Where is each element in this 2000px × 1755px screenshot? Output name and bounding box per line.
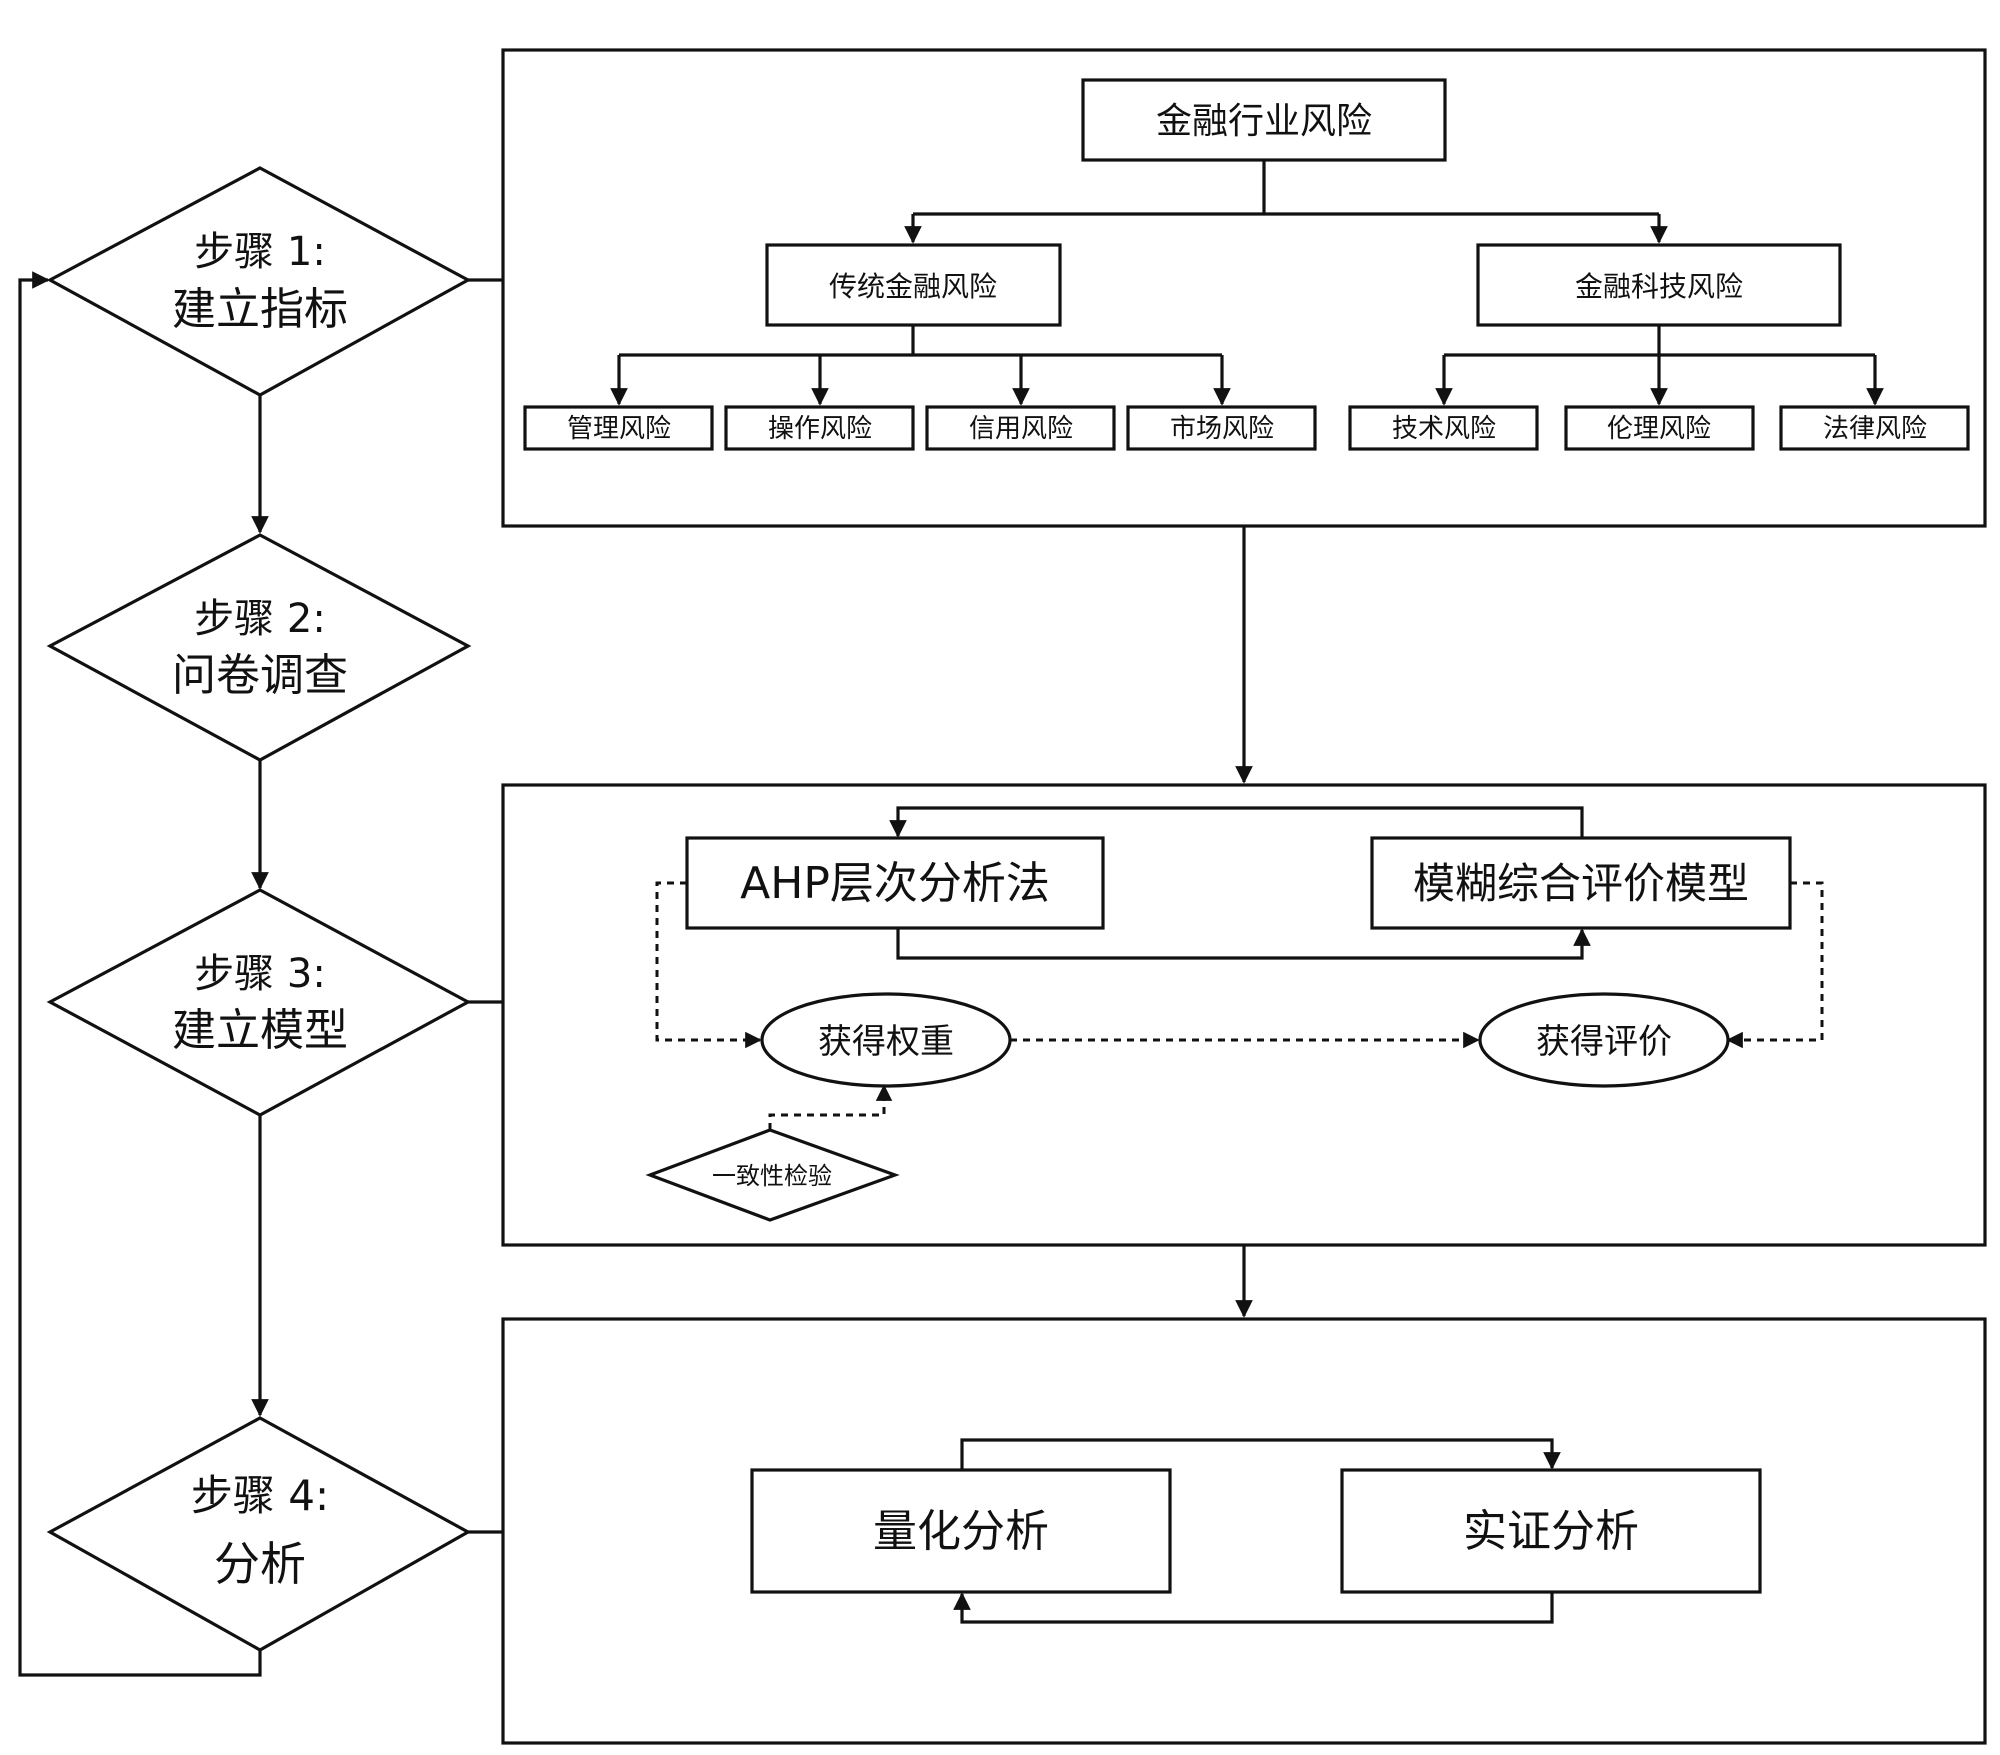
step-3-diamond: 步骤 3: 建立模型 — [46, 888, 472, 1117]
tree-root-label: 金融行业风险 — [1156, 101, 1372, 142]
consistency-label: 一致性检验 — [712, 1162, 832, 1190]
ahp-box — [685, 836, 1105, 930]
leaf-legal-label: 法律风险 — [1823, 414, 1927, 444]
leaf-operation-label: 操作风险 — [768, 414, 872, 444]
dashed-consistency-to-weight — [768, 1084, 893, 1130]
tree-branch-fintech-box — [1476, 243, 1842, 327]
leaf-management-label: 管理风险 — [567, 414, 671, 444]
step-column: 步骤 1: 建立指标 步骤 2: 问卷调查 步骤 3: 建立模型 步骤 4: 分… — [18, 166, 503, 1677]
evaluation-ellipse — [1478, 992, 1730, 1088]
weight-label: 获得权重 — [818, 1022, 954, 1062]
step-2-title: 问卷调查 — [172, 650, 348, 701]
tree-branch-fintech-label: 金融科技风险 — [1575, 270, 1743, 303]
empirical-box — [1340, 1468, 1762, 1594]
ahp-label: AHP层次分析法 — [740, 858, 1050, 909]
panel-analysis: 量化分析 实证分析 — [501, 1317, 1987, 1745]
step-3-number: 步骤 3: — [194, 951, 326, 997]
loop-step4-to-step1 — [18, 271, 262, 1677]
leaf-technology: 技术风险 — [1348, 405, 1539, 451]
step-2-diamond: 步骤 2: 问卷调查 — [46, 533, 472, 762]
loop-fuzzy-to-ahp — [889, 806, 1584, 838]
step-1-title: 建立指标 — [172, 284, 348, 335]
step-2-number: 步骤 2: — [194, 596, 326, 642]
step-1-number: 步骤 1: — [194, 229, 326, 275]
consistency-diamond — [645, 1128, 900, 1222]
leaf-management: 管理风险 — [523, 405, 714, 451]
leaf-technology-label: 技术风险 — [1392, 414, 1496, 444]
leaf-market-label: 市场风险 — [1170, 414, 1274, 444]
weight-ellipse — [760, 992, 1012, 1088]
quantitative-box — [750, 1468, 1172, 1594]
step-4-title: 分析 — [214, 1537, 306, 1591]
leaf-market: 市场风险 — [1126, 405, 1317, 451]
panel-indicators: 金融行业风险 传统金融风险 金融科技风险 管理风险 操作风险 — [501, 48, 1987, 528]
step-4-number: 步骤 4: — [191, 1471, 329, 1520]
step-4-diamond: 步骤 4: 分析 — [46, 1416, 472, 1652]
empirical-label: 实证分析 — [1463, 1506, 1639, 1557]
loop-quant-to-empirical — [960, 1438, 1561, 1470]
dashed-fuzzy-to-evaluation — [1726, 881, 1824, 1049]
leaf-credit: 信用风险 — [925, 405, 1116, 451]
evaluation-label: 获得评价 — [1536, 1022, 1672, 1062]
panel-model: AHP层次分析法 模糊综合评价模型 获得权重 获得评价 一致性检验 — [501, 783, 1987, 1247]
step-3-title: 建立模型 — [172, 1005, 348, 1056]
leaf-legal: 法律风险 — [1779, 405, 1970, 451]
leaf-credit-label: 信用风险 — [969, 414, 1073, 444]
fuzzy-model-label: 模糊综合评价模型 — [1413, 859, 1749, 908]
leaf-operation: 操作风险 — [724, 405, 915, 451]
loop-ahp-to-fuzzy — [896, 928, 1591, 960]
leaf-ethics-label: 伦理风险 — [1607, 414, 1711, 444]
fuzzy-model-box — [1370, 836, 1792, 930]
panel-analysis-frame — [501, 1317, 1987, 1745]
tree-branch-traditional-box — [765, 243, 1062, 327]
tree-branch-traditional-label: 传统金融风险 — [829, 270, 997, 303]
step-1-diamond: 步骤 1: 建立指标 — [46, 166, 472, 397]
loop-empirical-to-quant — [953, 1592, 1554, 1624]
leaf-ethics: 伦理风险 — [1564, 405, 1755, 451]
quantitative-label: 量化分析 — [873, 1506, 1049, 1557]
tree-root-box — [1081, 78, 1447, 162]
dashed-ahp-to-weight — [655, 881, 762, 1049]
